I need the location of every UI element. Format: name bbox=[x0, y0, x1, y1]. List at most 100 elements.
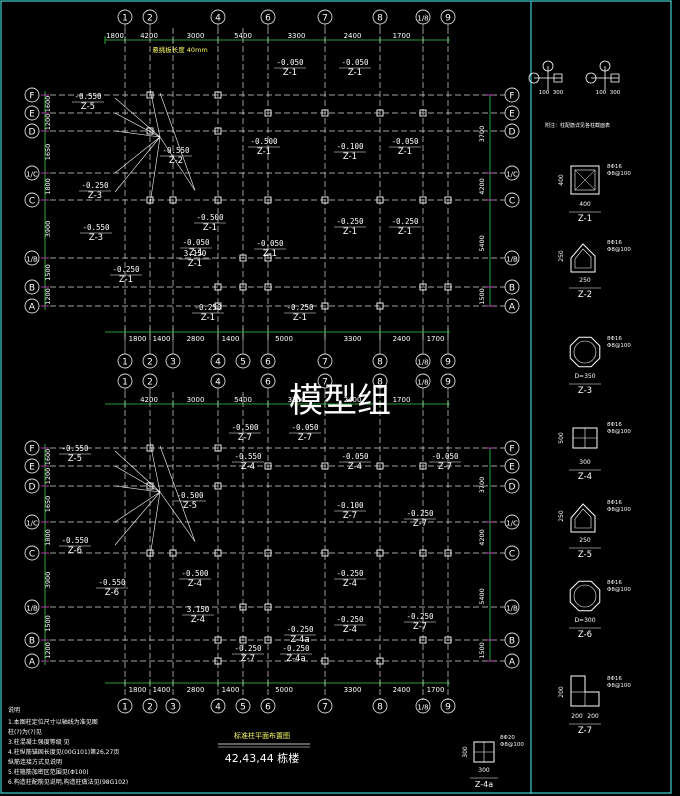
bottom-plan-column-label: Z-4 bbox=[241, 462, 255, 472]
top-plan-bottom-axis-label: 2 bbox=[147, 358, 153, 368]
top-plan-top-dim-text: 3000 bbox=[187, 32, 205, 40]
bottom-plan-top-axis-bubble bbox=[260, 373, 276, 389]
top-plan-column-symbol bbox=[264, 196, 272, 204]
top-plan-column-symbol bbox=[239, 283, 247, 291]
bottom-plan-column-symbol bbox=[146, 549, 154, 557]
legend-section-z-5-dim: 250 bbox=[558, 510, 565, 522]
bottom-plan-left-row-axis-label: 1/B bbox=[26, 605, 38, 613]
top-plan-top-axis-bubble bbox=[317, 9, 333, 25]
legend-section-z-7-stirrup-spec: Φ8@100 bbox=[607, 683, 631, 689]
top-plan-column-symbol bbox=[376, 302, 384, 310]
legend-section-z-5-rebar: 8Φ16 bbox=[607, 500, 622, 506]
top-plan-top-axis-label: 8 bbox=[377, 14, 383, 24]
bottom-plan-column-label: Z-6 bbox=[105, 588, 119, 598]
top-plan-column-elevation: -0.500 bbox=[250, 137, 278, 146]
top-plan-bottom-dim-text: 1400 bbox=[153, 335, 171, 343]
top-plan-right-row-axis-bubble bbox=[504, 192, 520, 208]
top-plan-bay-diagonal bbox=[114, 130, 161, 138]
top-plan-top-axis-label: 7 bbox=[322, 14, 328, 24]
legend-section-z-1-dim: 400 bbox=[579, 201, 591, 208]
top-plan-column-elevation: -0.550 bbox=[82, 223, 110, 232]
top-plan-column-symbol bbox=[264, 254, 272, 262]
top-plan-left-row-axis-label: A bbox=[29, 303, 36, 313]
top-plan-right-row-axis-bubble bbox=[504, 165, 520, 181]
top-plan-right-row-axis-label: A bbox=[509, 303, 516, 313]
bottom-plan-bottom-axis-bubble bbox=[117, 698, 133, 714]
bottom-plan-bay-diagonal bbox=[114, 485, 161, 493]
bottom-plan-column-symbol bbox=[239, 603, 247, 611]
top-plan-right-row-axis-bubble bbox=[504, 123, 520, 139]
top-plan-column-label: Z-1 bbox=[189, 248, 203, 258]
top-plan-left-row-axis-bubble bbox=[24, 298, 40, 314]
bottom-plan-left-dim-text: 1650 bbox=[44, 496, 52, 513]
top-plan-top-axis-bubble bbox=[372, 9, 388, 25]
bottom-plan-column-symbol bbox=[376, 549, 384, 557]
bottom-plan-bottom-axis-bubble bbox=[415, 698, 431, 714]
bottom-plan-left-row-axis-bubble bbox=[24, 440, 40, 456]
top-plan-top-axis-bubble bbox=[142, 9, 158, 25]
top-plan-top-dim-text: 2400 bbox=[344, 32, 362, 40]
top-plan-left-dim-text: 1200 bbox=[44, 288, 52, 305]
notes-heading: 说明 bbox=[8, 706, 20, 714]
top-plan-left-row-axis-bubble bbox=[24, 165, 40, 181]
top-plan-column-label: Z-1 bbox=[343, 227, 357, 237]
bottom-plan-right-row-axis-bubble bbox=[504, 599, 520, 615]
top-plan-bottom-dim-text: 1400 bbox=[222, 335, 240, 343]
notes-line: 4.柱纵筋锚固长度见(00G101)第26,27页 bbox=[8, 748, 119, 756]
legend-z4a-dim: 300 bbox=[462, 746, 469, 758]
legend-z4a-stirrup-spec: Φ8@100 bbox=[500, 742, 524, 748]
bottom-plan-right-dim-text: 5400 bbox=[478, 588, 486, 605]
bottom-plan-column-elevation: -0.250 bbox=[282, 644, 310, 653]
legend-node-column bbox=[610, 73, 620, 83]
top-plan-right-row-axis-bubble bbox=[504, 279, 520, 295]
legend-section-z-2-rebar: 8Φ16 bbox=[607, 240, 622, 246]
bottom-plan-column-elevation: -0.550 bbox=[234, 452, 262, 461]
bottom-plan-column-elevation: -0.500 bbox=[181, 569, 209, 578]
bottom-plan-right-row-axis-bubble bbox=[504, 458, 520, 474]
notes-line: 柱(?)为(?)见 bbox=[8, 728, 42, 736]
bottom-plan-bottom-axis-label: 1 bbox=[122, 703, 128, 713]
top-plan-left-row-axis-label: 1/C bbox=[26, 171, 38, 179]
bottom-plan-bottom-axis-bubble bbox=[440, 698, 456, 714]
top-plan-column-elevation: -0.250 bbox=[391, 217, 419, 226]
top-plan-top-dim-text: 1800 bbox=[106, 32, 124, 40]
top-plan-bottom-dim-text: 2400 bbox=[393, 335, 411, 343]
top-plan-right-dim-text: 1500 bbox=[478, 288, 486, 305]
bottom-plan-left-row-axis-label: C bbox=[29, 550, 35, 560]
top-plan-bottom-axis-label: 1 bbox=[122, 358, 128, 368]
top-plan-top-axis-label: 2 bbox=[147, 14, 153, 24]
top-plan-column-elevation: -0.050 bbox=[341, 58, 369, 67]
top-plan-bottom-axis-bubble bbox=[415, 353, 431, 369]
bottom-plan-left-row-axis-bubble bbox=[24, 632, 40, 648]
bottom-plan-right-row-axis-label: D bbox=[509, 483, 516, 493]
top-plan-right-row-axis-bubble bbox=[504, 298, 520, 314]
bottom-plan-column-elevation: -0.050 bbox=[291, 423, 319, 432]
legend-section-z-3-rebar: 8Φ16 bbox=[607, 336, 622, 342]
top-plan-bottom-axis-label: 6 bbox=[265, 358, 271, 368]
top-plan-bottom-axis-bubble bbox=[210, 353, 226, 369]
legend-section-z-1-stirrup-spec: Φ8@100 bbox=[607, 171, 631, 177]
bottom-plan-top-axis-bubble bbox=[117, 373, 133, 389]
top-plan-column-elevation: -0.100 bbox=[336, 142, 364, 151]
top-plan-bottom-dim-text: 3300 bbox=[344, 335, 362, 343]
bottom-plan-column-symbol bbox=[214, 444, 222, 452]
top-plan-column-symbol bbox=[146, 127, 154, 135]
top-plan-left-dim-text: 1650 bbox=[44, 144, 52, 161]
bottom-plan-column-label: Z-4a bbox=[286, 654, 305, 664]
legend-section-z-7-dim: 200 bbox=[587, 713, 599, 720]
top-plan-right-row-axis-bubble bbox=[504, 105, 520, 121]
bottom-plan-left-dim-text: 1800 bbox=[44, 529, 52, 546]
top-plan-top-dim-text: 3300 bbox=[288, 32, 306, 40]
bottom-plan-column-label: Z-4 bbox=[343, 625, 357, 635]
bottom-plan-bottom-axis-bubble bbox=[210, 698, 226, 714]
bottom-plan-column-label: Z-6 bbox=[68, 546, 82, 556]
bottom-plan-top-axis-label: 1 bbox=[122, 378, 128, 388]
bottom-plan-right-row-axis-label: 1/C bbox=[506, 520, 518, 528]
bottom-plan-column-symbol bbox=[419, 636, 427, 644]
top-plan-right-row-axis-label: D bbox=[509, 128, 516, 138]
bottom-plan-top-dim-text: 1700 bbox=[393, 396, 411, 404]
top-plan-column-symbol bbox=[214, 302, 222, 310]
top-plan-left-row-axis-label: B bbox=[29, 284, 35, 294]
